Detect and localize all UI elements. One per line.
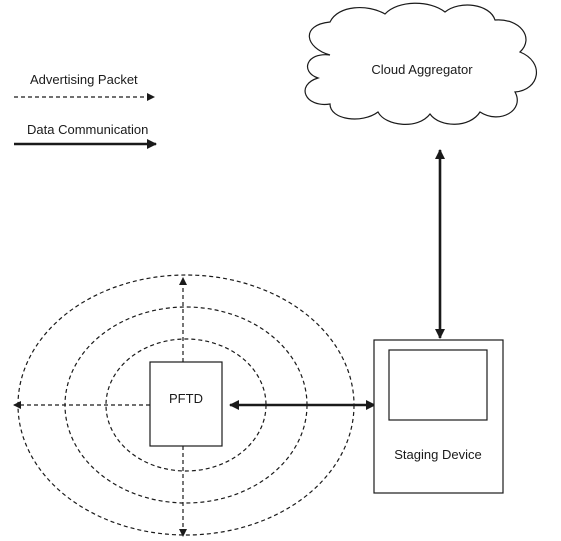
cloud-shape — [304, 2, 538, 125]
pftd-box — [149, 361, 223, 447]
staging-device-screen — [388, 349, 488, 421]
pftd-label: PFTD — [169, 391, 203, 406]
cloud-aggregator: Cloud Aggregator — [304, 2, 538, 125]
pftd-device: PFTD — [149, 361, 223, 447]
staging-device-label: Staging Device — [394, 447, 481, 462]
cloud-label: Cloud Aggregator — [371, 62, 473, 77]
legend-data-communication-label: Data Communication — [27, 122, 148, 137]
staging-device: Staging Device — [373, 339, 504, 494]
legend: Advertising Packet Data Communication — [14, 72, 157, 149]
legend-advertising-label: Advertising Packet — [30, 72, 138, 87]
